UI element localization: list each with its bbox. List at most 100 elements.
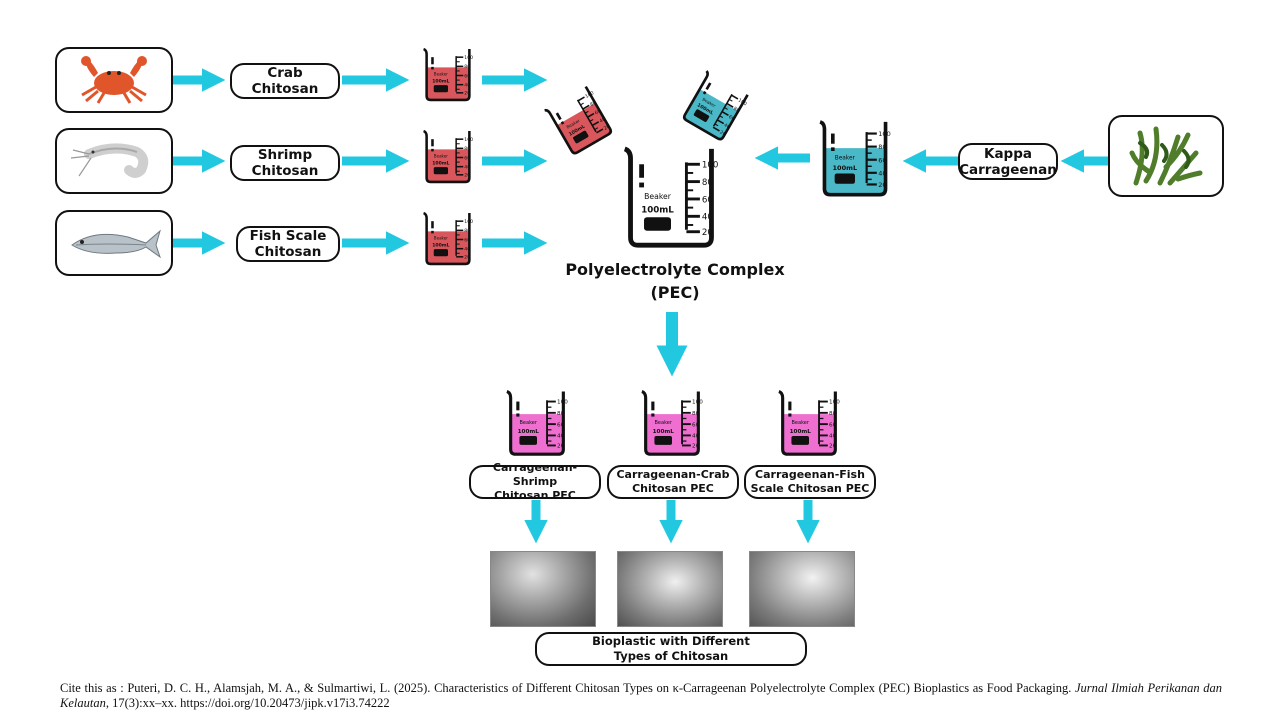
citation-journal: Jurnal Ilmiah Perikanan dan Kelautan [60,681,1223,710]
beaker-tick-label: 20 [557,444,565,450]
beaker-name-label: Beaker [655,420,673,426]
beaker-name-label: Beaker [520,420,538,426]
beaker-tick-label: 100 [702,161,719,171]
beaker-tick-label: 20 [603,124,611,132]
beaker-name-label: Beaker [434,72,448,77]
beaker-tick-label: 100 [557,400,568,406]
fish-chitosan-beaker: 100 80 60 40 20 Beaker 100mL [423,211,473,266]
beaker-tick-label: 20 [464,255,470,261]
product-label-shrimp: Carrageenan-Shrimp Chitosan PEC [469,461,601,502]
product-label-crab: Carrageenan-Crab Chitosan PEC [607,465,739,499]
beaker-tick-label: 60 [878,156,886,164]
beaker-volume-label: 100mL [641,205,674,215]
beaker-tick-label: 80 [692,411,700,417]
beaker-tick-label: 20 [878,181,886,189]
beaker-tick-label: 60 [464,73,470,79]
beaker-tick-label: 20 [718,130,726,138]
beaker-tick-label: 40 [599,116,607,124]
beaker-name-label: Beaker [434,154,448,159]
beaker-tick-label: 100 [464,219,473,225]
beaker-outline [423,129,471,184]
beaker-tick-label: 100 [829,400,840,406]
bioplastic-film-crab [617,551,723,627]
shrimp-chitosan-beaker: 100 80 60 40 20 Beaker 100mL [423,129,473,184]
beaker-tick-label: 60 [702,195,713,205]
beaker-tick-label: 100 [464,55,473,61]
fish-scale-chitosan-label: Fish Scale Chitosan [236,226,340,262]
beaker-outline [682,70,749,141]
shrimp-chitosan-label: Shrimp Chitosan [230,145,340,181]
beaker-name-label: Beaker [792,420,810,426]
beaker-tick-label: 60 [727,114,735,122]
product-beaker-crab: 100 80 60 40 20 Beaker 100mL [641,390,703,456]
beaker-tick-label: 40 [878,169,886,177]
beaker-outline [623,146,714,248]
product-beaker-shrimp: 100 80 60 40 20 Beaker 100mL [506,390,568,456]
beaker-tick-label: 80 [464,146,470,152]
beaker-outline [423,47,471,102]
beaker-tick-label: 40 [464,82,470,88]
shrimp-image-box [55,128,173,194]
beaker-tick-label: 40 [464,164,470,170]
beaker-tick-label: 100 [737,98,748,108]
beaker-name-label: Beaker [644,192,672,201]
beaker-tick-label: 20 [692,444,700,450]
beaker-tick-label: 80 [702,178,713,188]
bioplastic-film-fish [749,551,855,627]
beaker-tick-label: 40 [464,246,470,252]
fish-image-box [55,210,173,276]
beaker-tick-label: 40 [692,434,700,440]
beaker-tick-label: 100 [692,400,703,406]
beaker-tick-label: 20 [829,444,837,450]
beaker-tick-label: 80 [732,106,740,114]
beaker-volume-label: 100mL [790,429,812,435]
beaker-tick-label: 80 [464,228,470,234]
beaker-tick-label: 80 [557,411,565,417]
beaker-volume-label: 100mL [432,161,449,167]
beaker-volume-label: 100mL [432,243,449,249]
product-beaker-fish: 100 80 60 40 20 Beaker 100mL [778,390,840,456]
beaker-tick-label: 60 [692,422,700,428]
shrimp-icon [70,143,149,178]
beaker-tick-label: 100 [878,130,890,138]
beaker-tick-label: 100 [464,137,473,143]
beaker-tick-label: 60 [464,155,470,161]
beaker-outline [423,211,471,266]
beaker-tick-label: 40 [829,434,837,440]
pec-title: Polyelectrolyte Complex (PEC) [565,260,785,302]
beaker-tick-label: 80 [829,411,837,417]
citation-prefix: Cite this as : Puteri, D. C. H., Alamsja… [60,681,1075,695]
beaker-volume-label: 100mL [518,429,540,435]
beaker-outline [544,85,613,155]
bioplastic-label: Bioplastic with Different Types of Chito… [535,632,807,666]
beaker-tick-label: 40 [723,122,731,130]
beaker-volume-label: 100mL [432,79,449,85]
beaker-outline [506,390,565,456]
beaker-tick-label: 20 [464,173,470,179]
seaweed-image-box [1108,115,1224,197]
beaker-tick-label: 40 [702,213,713,223]
beaker-outline [641,390,700,456]
beaker-tick-label: 60 [829,422,837,428]
crab-chitosan-label: Crab Chitosan [230,63,340,99]
beaker-tick-label: 60 [557,422,565,428]
beaker-tick-label: 60 [594,108,602,116]
beaker-tick-label: 60 [464,237,470,243]
beaker-tick-label: 80 [464,64,470,70]
beaker-volume-label: 100mL [833,164,858,172]
citation: Cite this as : Puteri, D. C. H., Alamsja… [60,681,1222,711]
seaweed-icon [1129,126,1203,186]
beaker-volume-label: 100mL [653,429,675,435]
beaker-name-label: Beaker [434,236,448,241]
beaker-outline [778,390,837,456]
crab-icon [81,56,147,104]
beaker-name-label: Beaker [701,97,716,109]
beaker-tick-label: 40 [557,434,565,440]
kappa-carrageenan-label: Kappa Carrageenan [958,143,1058,180]
